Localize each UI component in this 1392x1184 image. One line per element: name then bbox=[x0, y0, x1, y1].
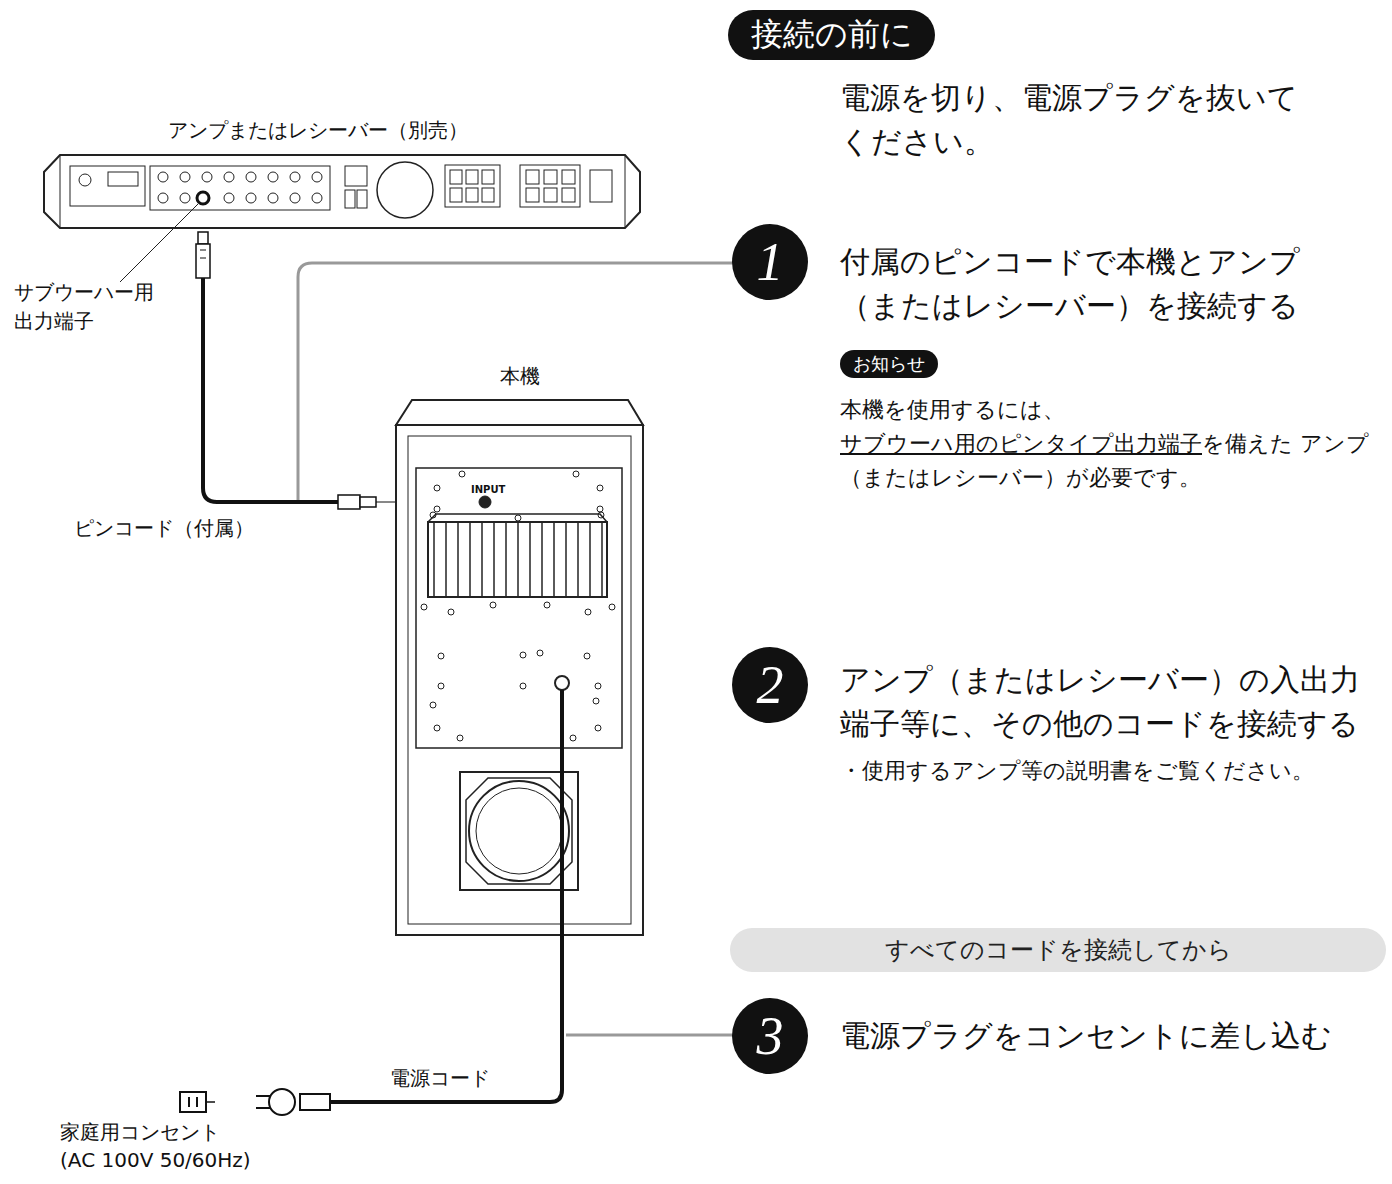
step-note: ・使用するアンプ等の説明書をご覧ください。 bbox=[840, 755, 1392, 787]
screw bbox=[584, 653, 590, 659]
instruction-text: 電源を切り、電源プラグを抜いて ください。 bbox=[840, 76, 1310, 163]
screw bbox=[570, 735, 576, 741]
step-circle: 3 bbox=[732, 998, 808, 1074]
terminal bbox=[482, 188, 494, 202]
jack bbox=[202, 172, 212, 182]
part-label: サブウーハー用 出力端子 bbox=[14, 278, 189, 336]
screw bbox=[421, 604, 427, 610]
heading-pill: 接続の前に bbox=[728, 10, 935, 60]
screw bbox=[459, 471, 465, 477]
terminal bbox=[544, 188, 557, 202]
part-label: 本機 bbox=[500, 362, 560, 391]
terminal-label: INPUT bbox=[471, 483, 511, 498]
part-label: (AC 100V 50/60Hz) bbox=[60, 1146, 320, 1175]
jack bbox=[224, 172, 234, 182]
step-circle: 1 bbox=[732, 224, 808, 300]
screw bbox=[609, 604, 615, 610]
terminal bbox=[526, 170, 539, 184]
jack bbox=[312, 193, 322, 203]
screw bbox=[573, 471, 579, 477]
jack bbox=[224, 193, 234, 203]
terminal bbox=[544, 170, 557, 184]
part-label: ピンコード（付属） bbox=[74, 514, 334, 543]
terminal bbox=[450, 188, 462, 202]
step-text: 付属のピンコードで本機とアンプ （またはレシーバー）を接続する bbox=[840, 240, 1330, 327]
screw bbox=[430, 512, 436, 518]
jack bbox=[180, 172, 190, 182]
part-label: アンプまたはレシーバー（別売） bbox=[168, 116, 568, 145]
screw bbox=[515, 515, 521, 521]
note-paragraph: サブウーハ用のピンタイプ出力端子を備えた アンプ（またはレシーバー）が必要です。 bbox=[840, 427, 1392, 495]
jack bbox=[180, 193, 190, 203]
terminal bbox=[466, 188, 478, 202]
part-label: 家庭用コンセント bbox=[60, 1118, 280, 1147]
node-text: 3 bbox=[757, 1005, 784, 1067]
screw bbox=[438, 683, 444, 689]
screw bbox=[585, 609, 591, 615]
terminal bbox=[450, 170, 462, 184]
step-text: 電源プラグをコンセントに差し込む bbox=[840, 1014, 1360, 1058]
jack bbox=[290, 172, 300, 182]
node-text: すべてのコードを接続してから bbox=[885, 934, 1232, 966]
screw bbox=[434, 485, 440, 491]
note-underlined: サブウーハ用のピンタイプ出力端子 bbox=[840, 431, 1202, 456]
jack bbox=[158, 172, 168, 182]
jack bbox=[290, 193, 300, 203]
screw bbox=[593, 698, 599, 704]
screw bbox=[448, 609, 454, 615]
jack bbox=[312, 172, 322, 182]
jack bbox=[268, 193, 278, 203]
screw bbox=[595, 725, 601, 731]
condition-band: すべてのコードを接続してから bbox=[730, 928, 1386, 972]
screw bbox=[520, 652, 526, 658]
jack bbox=[246, 172, 256, 182]
terminal bbox=[562, 170, 575, 184]
node-text: 2 bbox=[757, 654, 784, 716]
jack bbox=[158, 193, 168, 203]
jack bbox=[246, 193, 256, 203]
terminal bbox=[466, 170, 478, 184]
terminal bbox=[562, 188, 575, 202]
node-text: お知らせ bbox=[853, 352, 925, 376]
screw bbox=[434, 725, 440, 731]
screw bbox=[520, 683, 526, 689]
leader-line bbox=[566, 1034, 736, 1037]
screw bbox=[490, 602, 496, 608]
node-text: 1 bbox=[757, 231, 784, 293]
jack bbox=[268, 172, 278, 182]
screw bbox=[430, 702, 436, 708]
step-text: アンプ（またはレシーバー）の入出力 端子等に、その他のコードを接続する bbox=[840, 658, 1380, 745]
screw bbox=[598, 512, 604, 518]
screw bbox=[595, 683, 601, 689]
screw bbox=[537, 650, 543, 656]
screw bbox=[597, 506, 603, 512]
screw bbox=[438, 653, 444, 659]
power-cord bbox=[180, 690, 562, 1115]
terminal bbox=[526, 188, 539, 202]
screw bbox=[434, 506, 440, 512]
node-text: 接続の前に bbox=[751, 13, 913, 57]
screw bbox=[597, 485, 603, 491]
subwoofer bbox=[396, 400, 643, 935]
screw bbox=[457, 735, 463, 741]
amplifier bbox=[44, 155, 640, 228]
leader-line bbox=[120, 204, 198, 282]
screw bbox=[544, 602, 550, 608]
part-label: 電源コード bbox=[390, 1064, 540, 1093]
note-text: 本機を使用するには、サブウーハ用のピンタイプ出力端子を備えた アンプ（またはレシ… bbox=[840, 393, 1392, 427]
notice-pill: お知らせ bbox=[840, 350, 938, 378]
terminal bbox=[482, 170, 494, 184]
step-circle: 2 bbox=[732, 647, 808, 723]
